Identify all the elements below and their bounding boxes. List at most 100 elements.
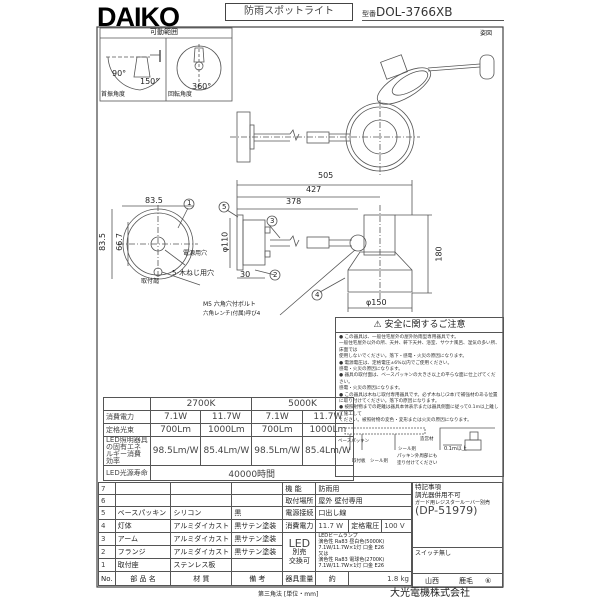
group-5000k: 5000K — [251, 397, 354, 411]
dim-phi150: φ150 — [366, 298, 387, 307]
table-cell: LEDビームランプ演色性 Ra83 昼白色(5000K)7.1W/11.7W×1… — [315, 532, 412, 572]
bolt-label: M5 六角穴付ボルト — [203, 301, 256, 308]
label-mount-plate: 取付板 — [352, 459, 366, 464]
table-cell — [170, 494, 233, 507]
table-cell: アルミダイカスト — [170, 519, 233, 533]
spec-label: 消費電力 — [103, 410, 151, 424]
table-cell — [114, 482, 172, 495]
movable-range-title: 可動範囲 — [150, 28, 178, 36]
label-seal-2: シール剤 — [398, 447, 416, 452]
dim-83-5-width: 83.5 — [145, 196, 163, 205]
table-cell: ステンレス板 — [170, 558, 233, 572]
table-cell: 備 考 — [231, 571, 284, 586]
table-cell: No. — [98, 571, 116, 586]
mount-label: 取付部 — [141, 278, 160, 285]
table-cell: 11.7 W — [315, 519, 350, 533]
callout-3: 3 — [270, 217, 275, 225]
dim-30: 30 — [240, 270, 251, 279]
safety-line: 使用しないでください。落下・感電・火災の原因になります。 — [339, 354, 468, 360]
product-title: 防雨スポットライト — [225, 3, 353, 21]
tilt-angle-150: 150° — [140, 77, 160, 86]
safety-line: 一般住宅屋外以外の所、天井、軒下天井、浴室、サウナ風呂、湿気の多い所、床面では — [339, 341, 500, 353]
table-cell: 黒サテン塗装 — [231, 519, 284, 533]
table-cell: フランジ — [114, 545, 172, 559]
table-cell: 2 — [98, 545, 116, 559]
spec-value: 1000Lm — [200, 423, 253, 437]
spec-value: 7.1W — [251, 410, 304, 424]
tilt-angle-90: 90° — [112, 69, 127, 78]
table-cell: 100 V — [381, 519, 412, 533]
callout-1: 1 — [187, 199, 192, 207]
safety-line: に取り付けてください。落下の原因になります。 — [339, 399, 440, 405]
spec-value: 7.1W — [149, 410, 202, 424]
dim-83-5-height: 83.5 — [97, 233, 107, 251]
table-cell: 6 — [98, 494, 116, 507]
table-cell: 防雨用 — [315, 482, 412, 495]
table-cell: 機 能 — [282, 482, 317, 495]
tilt-label: 首振角度 — [101, 91, 126, 98]
safety-line: ください。被照射物の変色・変形または火災の原因になります。 — [339, 418, 472, 424]
safety-line: ● この器具は木ねじ取付専用器具です。必ず木ねじ(2本)で補強材のある位置 — [339, 392, 498, 398]
company-name: 大光電機株式会社 — [390, 588, 470, 599]
power-hole-label: 電源用穴 — [183, 250, 208, 257]
perspective-label: 姿図 — [480, 30, 493, 37]
special-notes: 特記事項調光器併用不可ガード用レジスタールーバー別売(DP-51979) — [412, 482, 503, 548]
table-cell: 部 品 名 — [114, 571, 172, 586]
label-distance: 0.1m以上 — [444, 446, 467, 452]
spec-value: 1000Lm — [302, 423, 354, 437]
table-cell: 屋外 壁付専用 — [315, 494, 412, 507]
spec-label: LED照明器具の固有エネルギー消費効率 — [103, 436, 151, 466]
table-cell: 1 — [98, 558, 116, 572]
table-cell — [231, 558, 284, 572]
safety-line: ● 電源電圧は、定格電圧±6%以内でご使用ください。 — [339, 360, 453, 366]
safety-title: ⚠ 安全に関するご注意 — [336, 318, 503, 333]
table-cell: ベースパッキン — [114, 506, 172, 520]
table-cell: 器具重量 — [282, 571, 317, 586]
table-cell: アルミダイカスト — [170, 545, 233, 559]
table-cell: 黒サテン塗装 — [231, 532, 284, 546]
rotation-angle: 360° — [192, 82, 212, 91]
life-value: 40000時間 — [149, 465, 354, 481]
table-cell: アルミダイカスト — [170, 532, 233, 546]
table-cell: 黒 — [231, 506, 284, 520]
spec-value: 85.4Lm/W — [302, 436, 354, 466]
table-cell: アーム — [114, 532, 172, 546]
switch-note: スイッチ無し — [412, 547, 503, 574]
spec-value: 11.7W — [302, 410, 354, 424]
safety-text: ● この器具は、一般住宅屋外の屋外防雨型専用器具です。一般住宅屋外以外の所、天井… — [336, 333, 503, 427]
label-base-packing: ベースパッキン — [338, 439, 370, 444]
spec-value: 98.5Lm/W — [149, 436, 202, 466]
model-number: 型番DOL-3766XB — [362, 5, 504, 21]
callout-4: 4 — [315, 291, 320, 299]
table-cell: 5 — [98, 506, 116, 520]
label-structure: 造営材 — [420, 437, 434, 442]
spec-label: 定格光束 — [103, 423, 151, 437]
table-cell: 7 — [98, 482, 116, 495]
callout-5: 5 — [222, 203, 227, 211]
screw-holes-label: 5-木ねじ用穴 — [172, 269, 214, 277]
dim-427: 427 — [306, 185, 322, 194]
table-cell: 4 — [98, 519, 116, 533]
safety-line: 感電・火災の原因になります。 — [339, 367, 403, 373]
safety-line: ● 被照射物までの距離は器具本体表示または器具側面に従って0.1m以上離して施工… — [339, 405, 499, 417]
dim-66-7: 66.7 — [114, 233, 124, 251]
table-cell: 口出し線 — [315, 506, 412, 520]
table-cell: 1.8 kg — [348, 571, 412, 586]
table-cell: シリコン — [170, 506, 233, 520]
table-cell: 黒サテン塗装 — [231, 545, 284, 559]
table-cell: 電源接続 — [282, 506, 317, 520]
spec-value: 700Lm — [149, 423, 202, 437]
safety-line: 感電・火災の原因になります。 — [339, 386, 403, 392]
label-seal: シール剤 — [370, 459, 388, 464]
table-cell: 消費電力 — [282, 519, 317, 533]
dim-505: 505 — [318, 171, 334, 180]
